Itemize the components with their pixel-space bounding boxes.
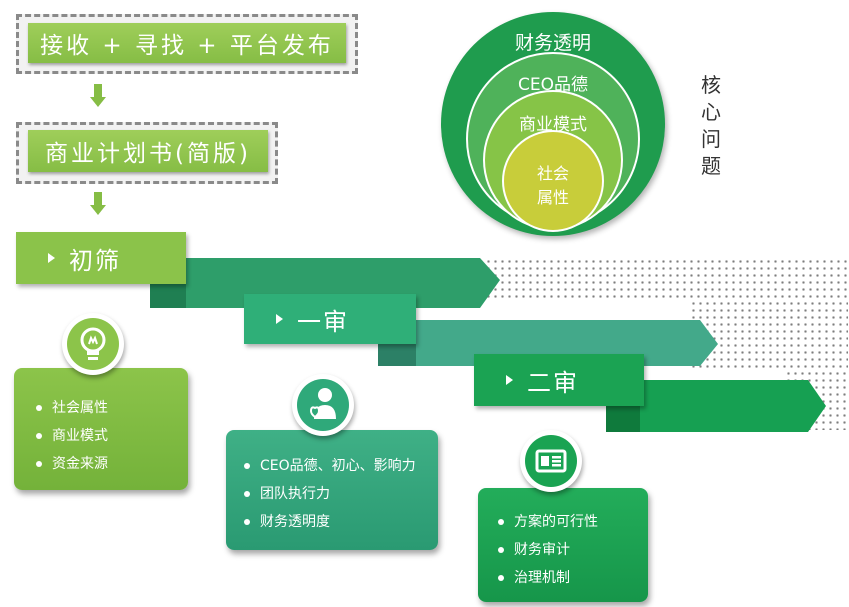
- criteria-card-3: 方案的可行性 财务审计 治理机制: [478, 488, 648, 602]
- list-item: CEO品德、初心、影响力: [244, 452, 438, 480]
- triangle-icon: [276, 314, 283, 324]
- list-item: 资金来源: [36, 450, 188, 478]
- flow-step2: 商业计划书(简版): [28, 130, 268, 172]
- down-arrow-icon: [90, 192, 106, 215]
- criteria-card-2: CEO品德、初心、影响力 团队执行力 财务透明度: [226, 430, 438, 550]
- person-badge: [292, 374, 354, 436]
- person-heart-icon: [309, 388, 336, 419]
- id-card-icon: [535, 449, 567, 473]
- dot-pattern: [478, 258, 848, 300]
- core-center-label-2: 属性: [536, 188, 569, 207]
- triangle-icon: [506, 375, 513, 385]
- stage-label-2: 一审: [244, 294, 416, 344]
- list-item: 财务透明度: [244, 508, 438, 536]
- stage2-fold: [378, 344, 416, 366]
- list-item: 商业模式: [36, 422, 188, 450]
- side-char: 核: [701, 73, 721, 97]
- list-item: 方案的可行性: [498, 508, 648, 536]
- criteria-card-1: 社会属性 商业模式 资金来源: [14, 368, 188, 490]
- side-char: 心: [701, 100, 721, 124]
- list-item: 财务审计: [498, 536, 648, 564]
- down-arrow-icon: [90, 84, 106, 107]
- id-card-badge: [520, 430, 582, 492]
- dot-pattern: [690, 300, 848, 370]
- core-ring-center: [502, 130, 604, 232]
- side-char: 问: [701, 127, 721, 151]
- core-ring-label-2: CEO品德: [518, 75, 588, 95]
- lightbulb-icon: [80, 327, 106, 360]
- triangle-icon: [48, 253, 55, 263]
- list-item: 治理机制: [498, 564, 648, 592]
- stage-label-text: 二审: [527, 368, 579, 397]
- stage3-fold: [606, 406, 640, 432]
- stage-label-3: 二审: [474, 354, 644, 406]
- stage-label-text: 初筛: [69, 246, 121, 275]
- stage1-fold: [150, 284, 186, 308]
- core-ring-label-1: 财务透明: [514, 32, 591, 54]
- stage-label-1: 初筛: [16, 232, 186, 284]
- lightbulb-badge: [62, 313, 124, 375]
- list-item: 社会属性: [36, 394, 188, 422]
- core-ring-label-3: 商业模式: [519, 115, 587, 135]
- side-char: 题: [701, 154, 721, 178]
- flow-step1: 接收 + 寻找 + 平台发布: [28, 23, 346, 63]
- list-item: 团队执行力: [244, 480, 438, 508]
- stage-label-text: 一审: [297, 307, 349, 336]
- stage3-arrow: [606, 380, 826, 432]
- core-side-label: 核 心 问 题: [700, 72, 722, 180]
- core-center-label-1: 社会: [536, 164, 569, 183]
